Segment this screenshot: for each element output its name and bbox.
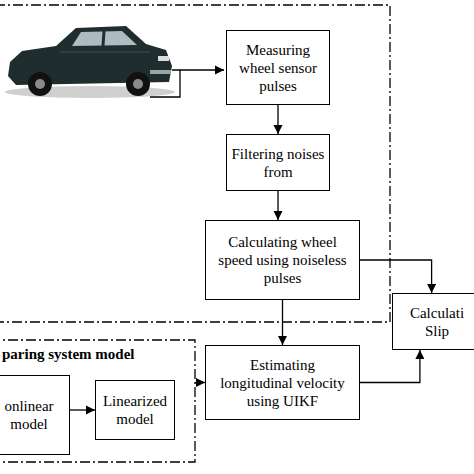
box-label: Estimating longitudinal velocity using U…: [218, 356, 348, 410]
box-label: onlinear model: [0, 397, 64, 433]
process-box: Measuring wheel sensor pulses: [226, 30, 330, 105]
car-window: [72, 31, 137, 46]
car-wheel: [126, 72, 150, 96]
box-label: Calculating wheel speed using noiseless …: [213, 233, 353, 287]
car-illustration: [5, 26, 175, 98]
flow-arrow: [195, 382, 205, 383]
flow-arrow: [70, 409, 95, 410]
box-label: Linearized model: [100, 392, 170, 428]
car-headlight: [158, 56, 169, 61]
flow-arrow: [360, 260, 432, 293]
car-hub: [35, 79, 45, 89]
group-heading: paring system model: [2, 345, 135, 363]
car-bumper: [150, 70, 171, 74]
flow-arrow: [282, 300, 283, 345]
sensor-line: [150, 70, 180, 97]
car-door-line: [60, 52, 150, 53]
process-box: Estimating longitudinal velocity using U…: [205, 345, 360, 420]
flow-arrow: [277, 191, 278, 220]
process-box: Calculating wheel speed using noiseless …: [205, 220, 360, 300]
flow-arrow: [360, 350, 420, 383]
car-hub: [133, 79, 143, 89]
car-arrow: [172, 69, 224, 70]
flow-arrow: [277, 105, 278, 134]
process-box: onlinear model: [0, 375, 70, 455]
process-box: Calculati Slip: [392, 293, 474, 350]
car-pillar: [103, 31, 104, 46]
group-band: paring system model onlinear model Lineari…: [0, 340, 195, 462]
group-border: [0, 5, 390, 322]
box-label: Measuring wheel sensor pulses: [230, 41, 326, 95]
box-label: Filtering noises from: [230, 145, 326, 181]
box-label: Calculati Slip: [406, 304, 468, 340]
car-wheel: [28, 72, 52, 96]
process-box: Filtering noises from: [226, 134, 330, 191]
process-box: Linearized model: [95, 380, 175, 440]
